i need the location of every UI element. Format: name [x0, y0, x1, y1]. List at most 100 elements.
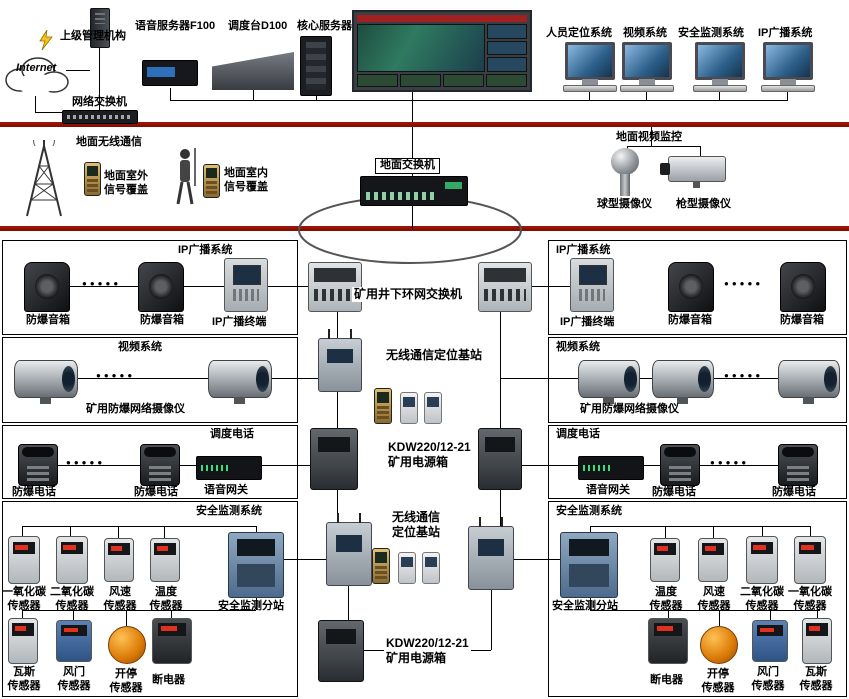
- mine-camera-icon: [652, 360, 714, 404]
- locator-badge-icon: [400, 392, 418, 424]
- monitor-wall-thumb: [487, 57, 527, 73]
- speaker-icon: [780, 262, 826, 312]
- lightning-icon: [39, 30, 53, 50]
- monitor-wall-thumb: [486, 74, 527, 87]
- door-sensor-label: 风门 传感器: [57, 666, 91, 692]
- onoff-sensor-icon: [108, 626, 146, 664]
- phone-label: 防爆电话: [772, 486, 816, 498]
- monitor-wall-thumb: [487, 40, 527, 56]
- mobile-phone-icon: [372, 548, 390, 584]
- connector-line: [787, 92, 788, 100]
- ground-video-label: 地面视频监控: [616, 131, 682, 143]
- connector-line: [170, 100, 788, 101]
- co2-sensor-icon: [56, 536, 88, 584]
- connector-line: [590, 526, 810, 527]
- connector-line: [78, 378, 208, 379]
- safety-substation-icon: [228, 532, 284, 598]
- management-pc-icon: [90, 8, 110, 48]
- speaker-label: 防爆音箱: [780, 314, 824, 326]
- phone-label: 防爆电话: [12, 486, 56, 498]
- monitor-wall-thumb: [487, 24, 527, 39]
- connector-line: [316, 96, 317, 100]
- monitor-wall-map: [357, 24, 485, 72]
- co-sensor-icon: [794, 536, 826, 584]
- monitor-icon: [565, 42, 615, 86]
- video-system-label: 视频系统: [623, 27, 667, 39]
- explosion-proof-phone-icon: [140, 444, 180, 486]
- connector-line: [514, 559, 560, 560]
- connector-line: [640, 378, 652, 379]
- connector-line: [714, 378, 778, 379]
- connector-line: [35, 112, 62, 113]
- ellipsis-dots: ●●●●●: [82, 279, 122, 288]
- safety-substation-label: 安全监测分站: [552, 600, 618, 612]
- monitor-wall-icon: [352, 10, 532, 92]
- gas-sensor-label: 瓦斯 传感器: [7, 666, 41, 692]
- monitor-icon: [763, 42, 813, 86]
- connector-line: [522, 465, 578, 466]
- co2-sensor-icon: [746, 536, 778, 584]
- connector-line: [719, 610, 720, 626]
- mine-camera-icon: [778, 360, 840, 404]
- ellipsis-dots: ●●●●●: [96, 371, 136, 380]
- explosion-proof-phone-icon: [660, 444, 700, 486]
- gun-camera-icon: [660, 156, 726, 188]
- gas-sensor-label: 瓦斯 传感器: [799, 666, 833, 692]
- ellipsis-dots: ●●●●●: [66, 458, 106, 467]
- connector-line: [66, 70, 90, 71]
- phone-label: 防爆电话: [652, 486, 696, 498]
- connector-line: [118, 526, 119, 540]
- temp-sensor-icon: [150, 538, 180, 582]
- connector-line: [253, 90, 254, 100]
- internet-label: Internet: [16, 62, 57, 74]
- connector-line: [770, 610, 771, 622]
- connector-line: [58, 465, 140, 466]
- dispatch-console-label: 调度台D100: [228, 20, 288, 32]
- speaker-icon: [24, 262, 70, 312]
- personnel-system-label: 人员定位系统: [546, 27, 612, 39]
- core-server-icon: [300, 36, 332, 96]
- ground-switch-label: 地面交换机: [375, 158, 440, 174]
- ellipsis-dots: ●●●●●: [724, 279, 764, 288]
- connector-line: [337, 490, 338, 522]
- connector-line: [22, 526, 256, 527]
- connector-line: [171, 610, 172, 620]
- connector-line: [412, 92, 413, 122]
- left-safety-title: 安全监测系统: [196, 505, 262, 517]
- speaker-label: 防爆音箱: [668, 314, 712, 326]
- connector-line: [668, 610, 669, 620]
- worker-icon: [176, 148, 196, 205]
- safety-system-label: 安全监测系统: [678, 27, 744, 39]
- phone-label: 防爆电话: [134, 486, 178, 498]
- network-switch-label: 网络交换机: [72, 96, 127, 108]
- locator-badge-icon: [422, 552, 440, 584]
- connector-line: [256, 526, 257, 532]
- connector-line: [532, 286, 570, 287]
- ground-switch-icon: [360, 176, 468, 206]
- connector-line: [284, 559, 326, 560]
- connector-line: [590, 610, 820, 611]
- power-box-label: KDW220/12-21 矿用电源箱: [384, 636, 471, 666]
- connector-line: [22, 610, 256, 611]
- connector-line: [180, 465, 196, 466]
- right-phone-title: 调度电话: [556, 428, 600, 440]
- power-cutter-label: 断电器: [152, 674, 185, 686]
- base-station-icon: [318, 329, 362, 392]
- connector-line: [646, 92, 647, 100]
- red-divider: [0, 122, 849, 127]
- connector-line: [126, 610, 127, 626]
- connector-line: [337, 392, 338, 428]
- internet-cloud-icon: [5, 57, 69, 95]
- monitor-wall-thumb: [443, 74, 484, 87]
- ip-terminal-label: IP广播终端: [212, 316, 267, 328]
- connector-line: [272, 378, 338, 379]
- power-cutter-label: 断电器: [650, 674, 683, 686]
- base-station-screen: [327, 349, 353, 363]
- gun-camera-label: 枪型摄像仪: [676, 198, 731, 210]
- mine-camera-label: 矿用防爆网络摄像仪: [86, 403, 185, 415]
- keyboard-icon: [563, 85, 617, 92]
- safety-substation-label: 安全监测分站: [218, 600, 284, 612]
- keyboard-icon: [620, 85, 674, 92]
- connector-line: [262, 465, 310, 466]
- connector-line: [700, 465, 778, 466]
